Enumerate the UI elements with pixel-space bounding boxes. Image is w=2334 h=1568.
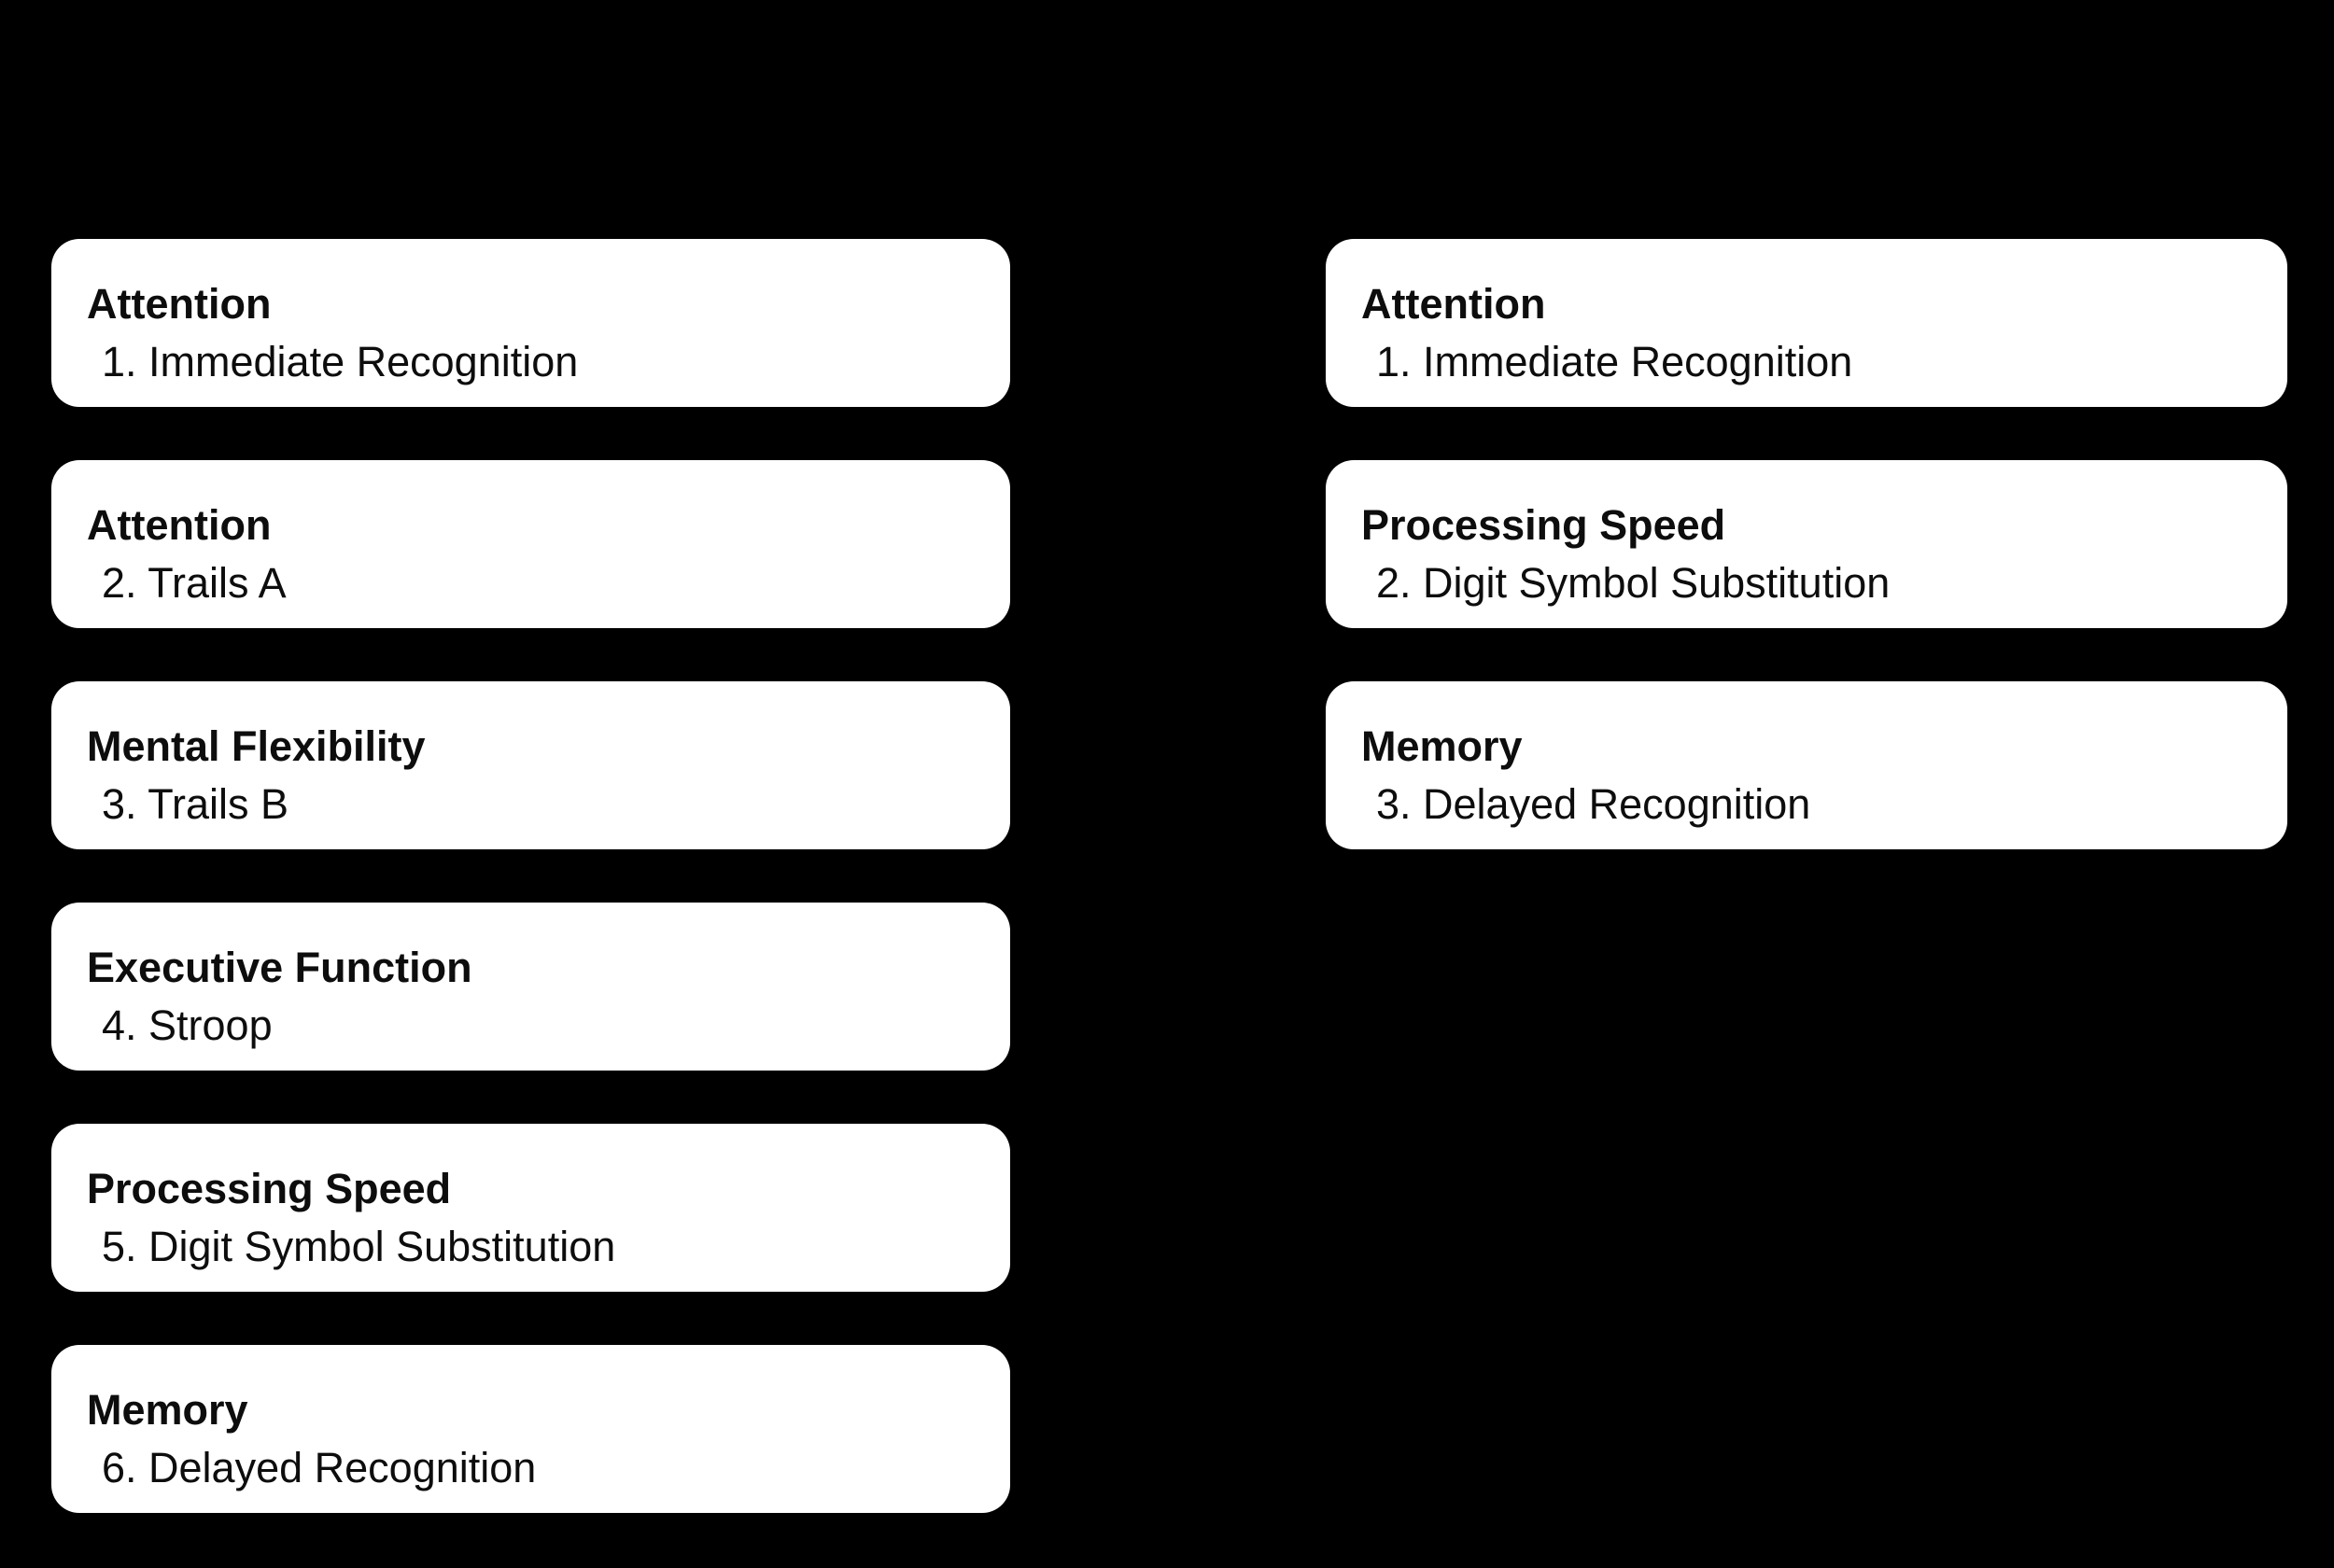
test-name-label: 4. Stroop (102, 1001, 273, 1049)
cognitive-domain-label: Attention (87, 501, 272, 549)
cognitive-domain-label: Mental Flexibility (87, 722, 426, 770)
cognitive-domain-label: Memory (1361, 722, 1523, 770)
cognitive-domain-label: Processing Speed (1361, 501, 1726, 549)
cognitive-domain-label: Memory (87, 1386, 248, 1434)
test-card: Attention 2. Trails A (51, 460, 1010, 628)
test-name-label: 2. Digit Symbol Substitution (1376, 559, 1891, 607)
test-name-label: 3. Delayed Recognition (1376, 780, 1811, 828)
test-name-label: 5. Digit Symbol Substitution (102, 1223, 616, 1270)
test-card: Processing Speed 5. Digit Symbol Substit… (51, 1124, 1010, 1292)
test-battery-column-right: Attention 1. Immediate Recognition Proce… (1326, 239, 2287, 849)
test-card: Memory 3. Delayed Recognition (1326, 681, 2287, 849)
cognitive-domain-label: Attention (87, 280, 272, 328)
cognitive-domain-label: Attention (1361, 280, 1546, 328)
cognitive-domain-label: Executive Function (87, 944, 472, 991)
cognitive-domain-label: Processing Speed (87, 1165, 452, 1212)
test-name-label: 2. Trails A (102, 559, 287, 607)
test-card: Attention 1. Immediate Recognition (1326, 239, 2287, 407)
test-name-label: 1. Immediate Recognition (1376, 338, 1853, 385)
test-card: Memory 6. Delayed Recognition (51, 1345, 1010, 1513)
test-name-label: 1. Immediate Recognition (102, 338, 579, 385)
test-card: Processing Speed 2. Digit Symbol Substit… (1326, 460, 2287, 628)
test-name-label: 3. Trails B (102, 780, 289, 828)
test-battery-column-left: Attention 1. Immediate Recognition Atten… (51, 239, 1010, 1513)
test-card: Attention 1. Immediate Recognition (51, 239, 1010, 407)
test-name-label: 6. Delayed Recognition (102, 1444, 537, 1491)
test-card: Executive Function 4. Stroop (51, 903, 1010, 1071)
test-card: Mental Flexibility 3. Trails B (51, 681, 1010, 849)
